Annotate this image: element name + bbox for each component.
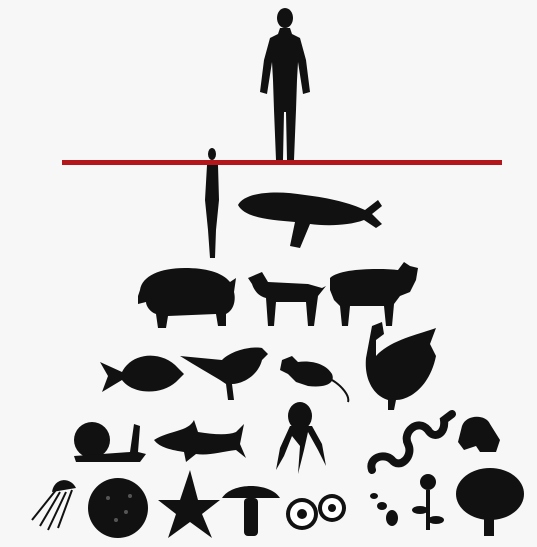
sponge-icon (88, 478, 148, 538)
divider-line (62, 160, 502, 165)
